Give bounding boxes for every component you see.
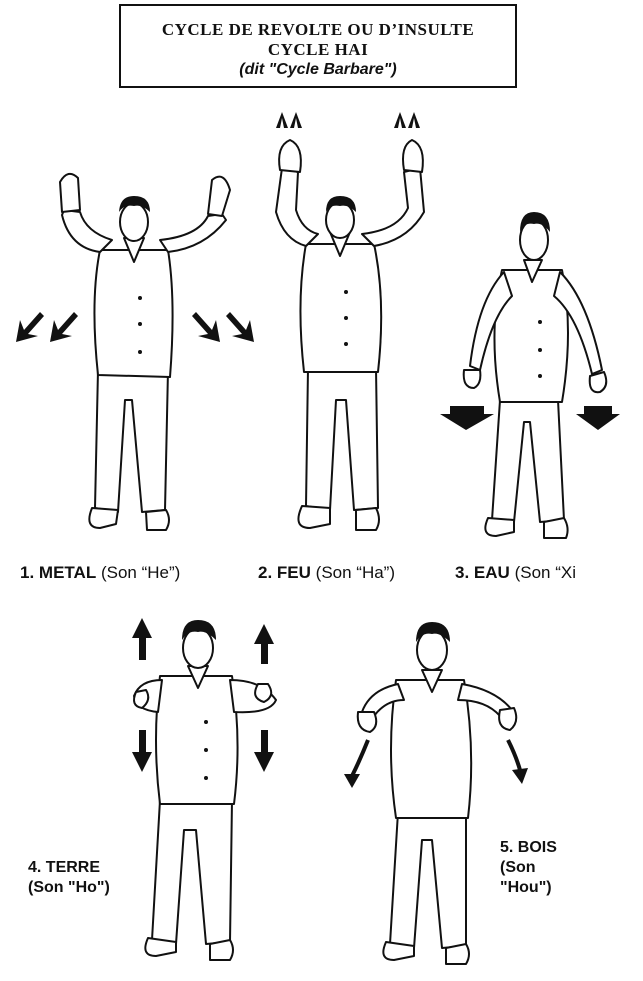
curved-arrow-left: [350, 739, 370, 777]
figure-bois: [344, 622, 528, 965]
caption-eau-number: 3.: [455, 563, 470, 582]
arrow-down-left: [16, 312, 44, 342]
figure-eau: [440, 212, 620, 539]
caption-metal-sound: (Son “He”): [100, 563, 181, 582]
caption-eau: 3. EAU (Son “Xi: [455, 563, 576, 583]
caption-terre-sound: (Son "Ho"): [28, 879, 110, 896]
caption-terre-number: 4.: [28, 859, 42, 876]
title-line-2: CYCLE HAI: [267, 40, 369, 59]
arrow-up: [132, 618, 152, 660]
arrow-down: [576, 406, 620, 430]
caption-metal-element: METAL: [38, 563, 97, 582]
caption-feu-number: 2.: [258, 563, 273, 582]
arrow-up: [408, 112, 420, 128]
caption-feu: 2. FEU (Son “Ha”): [258, 563, 395, 583]
caption-bois-number: 5.: [500, 839, 514, 856]
arrow-down-right: [192, 312, 220, 342]
caption-bois-element: BOIS: [517, 839, 557, 856]
arrow-up: [254, 624, 274, 664]
figure-metal: [16, 172, 254, 531]
figure-feu: [275, 112, 425, 531]
title-box: CYCLE DE REVOLTE OU D’INSULTE CYCLE HAI …: [119, 4, 517, 88]
arrow-down-left: [50, 312, 78, 342]
caption-eau-element: EAU: [473, 563, 510, 582]
caption-feu-element: FEU: [276, 563, 311, 582]
caption-bois-sound-1: (Son: [500, 859, 536, 876]
curved-arrow-right: [506, 739, 522, 771]
caption-metal: 1. METAL (Son “He”): [20, 563, 180, 583]
caption-feu-sound: (Son “Ha”): [315, 563, 396, 582]
arrow-down: [132, 730, 152, 772]
caption-metal-number: 1.: [20, 563, 35, 582]
caption-terre-element: TERRE: [45, 859, 101, 876]
caption-eau-sound: (Son “Xi: [514, 563, 576, 582]
arrow-up: [394, 112, 406, 128]
caption-terre: 4. TERRE (Son "Ho"): [28, 858, 110, 898]
arrow-up: [290, 112, 302, 128]
caption-bois-sound-2: "Hou"): [500, 879, 552, 896]
arrow-down: [440, 406, 494, 430]
title-line-1: CYCLE DE REVOLTE OU D’INSULTE: [161, 20, 475, 39]
title-line-3: (dit "Cycle Barbare"): [239, 61, 397, 78]
arrow-up: [276, 112, 288, 128]
caption-bois: 5. BOIS (Son "Hou"): [500, 838, 557, 898]
arrow-down-right: [226, 312, 254, 342]
arrow-down: [254, 730, 274, 772]
figure-terre: [132, 618, 277, 961]
